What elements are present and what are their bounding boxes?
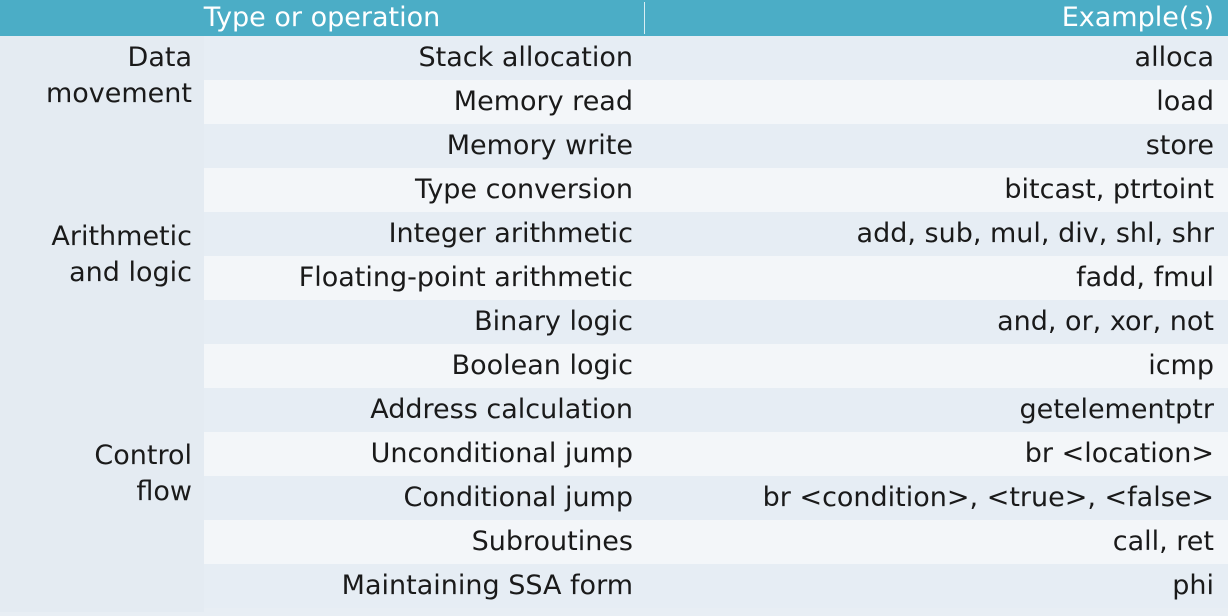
example-cell: icmp — [1148, 350, 1214, 381]
operation-cell: Boolean logic — [451, 350, 633, 381]
group-label-line: and logic — [69, 257, 192, 288]
operation-cell: Subroutines — [471, 526, 633, 557]
header-type-or-operation: Type or operation — [203, 2, 441, 33]
operation-cell: Binary logic — [474, 306, 633, 337]
table-row: Type conversion bitcast, ptrtoint — [204, 168, 1228, 212]
example-cell: alloca — [1134, 42, 1214, 73]
table-row: Binary logic and, or, xor, not — [204, 300, 1228, 344]
table-body: Data movement Arithmetic and logic Contr… — [0, 36, 1228, 616]
group-label-line: Data — [127, 42, 192, 73]
table-row: Floating-point arithmetic fadd, fmul — [204, 256, 1228, 300]
example-cell: br <location> — [1024, 438, 1214, 469]
operation-cell: Memory read — [453, 86, 633, 117]
operation-cell: Memory write — [446, 130, 633, 161]
group-label-line: flow — [136, 476, 192, 507]
header-examples: Example(s) — [1061, 2, 1214, 33]
group-label-control-flow: Control flow — [0, 438, 192, 510]
table-header: Type or operation Example(s) — [0, 0, 1228, 36]
operation-cell: Address calculation — [370, 394, 633, 425]
header-divider — [644, 2, 645, 34]
group-column: Data movement Arithmetic and logic Contr… — [0, 36, 204, 612]
table-row: Memory read load — [204, 80, 1228, 124]
table-row: Unconditional jump br <location> — [204, 432, 1228, 476]
example-cell: getelementptr — [1019, 394, 1215, 425]
table-row: Subroutines call, ret — [204, 520, 1228, 564]
example-cell: add, sub, mul, div, shl, shr — [856, 218, 1214, 249]
operation-cell: Maintaining SSA form — [341, 570, 633, 601]
group-label-arithmetic-logic: Arithmetic and logic — [0, 219, 192, 291]
example-cell: load — [1156, 86, 1214, 117]
example-cell: and, or, xor, not — [997, 306, 1214, 337]
table-row: Maintaining SSA form phi — [204, 564, 1228, 608]
table-rows: Stack allocation alloca Memory read load… — [204, 36, 1228, 608]
example-cell: fadd, fmul — [1076, 262, 1214, 293]
operation-cell: Unconditional jump — [370, 438, 633, 469]
operation-cell: Floating-point arithmetic — [298, 262, 633, 293]
example-cell: store — [1145, 130, 1214, 161]
operation-cell: Stack allocation — [418, 42, 633, 73]
table-row: Boolean logic icmp — [204, 344, 1228, 388]
example-cell: phi — [1172, 570, 1214, 601]
table-row: Address calculation getelementptr — [204, 388, 1228, 432]
table-row: Integer arithmetic add, sub, mul, div, s… — [204, 212, 1228, 256]
operation-cell: Type conversion — [415, 174, 633, 205]
group-label-line: movement — [45, 78, 192, 109]
table-row: Stack allocation alloca — [204, 36, 1228, 80]
table-row: Memory write store — [204, 124, 1228, 168]
operation-cell: Integer arithmetic — [388, 218, 633, 249]
example-cell: bitcast, ptrtoint — [1004, 174, 1214, 205]
group-label-line: Control — [94, 440, 192, 471]
operation-cell: Conditional jump — [403, 482, 633, 513]
table-row: Conditional jump br <condition>, <true>,… — [204, 476, 1228, 520]
example-cell: br <condition>, <true>, <false> — [762, 482, 1214, 513]
example-cell: call, ret — [1112, 526, 1214, 557]
group-label-line: Arithmetic — [51, 221, 192, 252]
group-label-data-movement: Data movement — [0, 40, 192, 112]
